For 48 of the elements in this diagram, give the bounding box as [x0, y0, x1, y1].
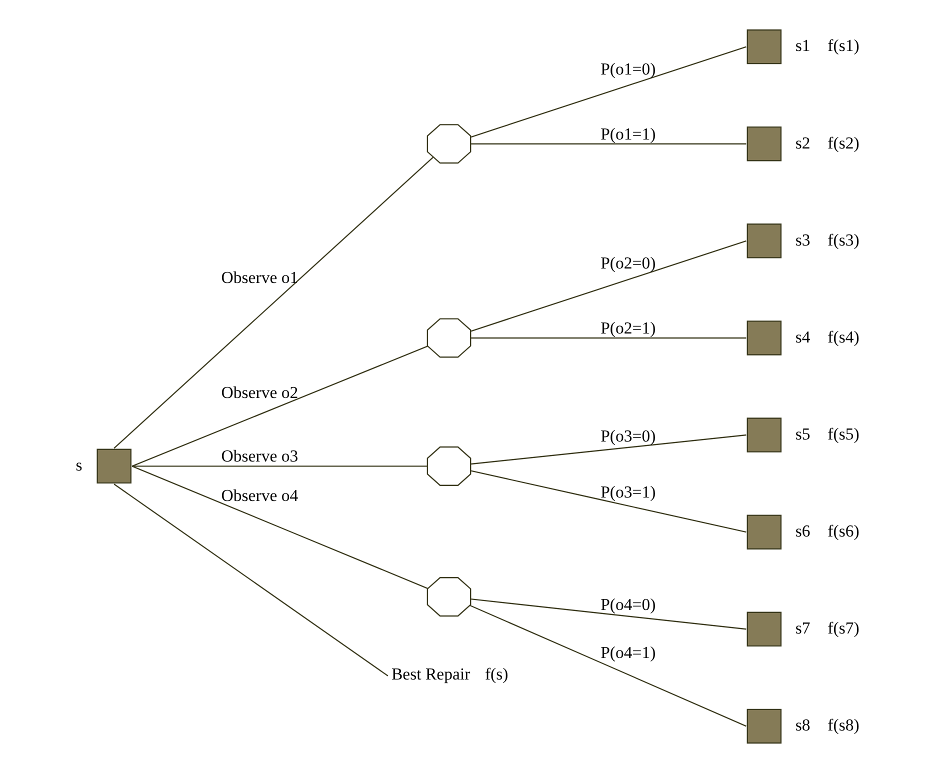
connector — [114, 156, 434, 449]
edge-label: Observe o4 — [221, 486, 298, 506]
node-label: s4 — [795, 327, 810, 346]
node-label: f(s7) — [828, 618, 860, 638]
edge-label: Observe o2 — [221, 383, 298, 402]
edge-label: P(o4=1) — [600, 643, 656, 662]
connector — [470, 470, 746, 533]
node-label: f(s6) — [828, 522, 860, 541]
connector — [114, 484, 388, 676]
connector — [471, 337, 746, 339]
node-label: f(s) — [484, 664, 508, 684]
node-label: f(s2) — [828, 133, 860, 152]
node-label: s6 — [795, 522, 810, 541]
node-label: s — [76, 456, 82, 475]
edge-label: Observe o1 — [221, 268, 298, 288]
node-circle — [426, 124, 472, 164]
node-label: f(s3) — [828, 230, 860, 250]
edge-label: P(o1=0) — [600, 60, 656, 79]
edge-label: P(o4=0) — [600, 595, 656, 614]
edge-label: P(o1=1) — [600, 124, 656, 144]
connector — [132, 346, 428, 467]
node-circle — [426, 577, 472, 617]
node-circle — [426, 318, 472, 358]
node-text: Best Repair — [392, 664, 470, 684]
connector — [470, 46, 746, 138]
node-label: s1 — [795, 36, 810, 56]
node-label: f(s8) — [828, 716, 860, 735]
node-label: s7 — [795, 618, 810, 638]
edge-label: P(o3=0) — [600, 426, 656, 446]
connector — [470, 240, 746, 332]
connector — [470, 434, 746, 465]
edge-label: Observe o3 — [221, 446, 298, 466]
connector — [132, 466, 428, 589]
node-label: f(s1) — [828, 36, 860, 56]
node-label: s8 — [795, 716, 810, 735]
node-label: s3 — [795, 230, 810, 250]
connector — [471, 143, 746, 144]
edge-label: P(o2=1) — [600, 318, 656, 338]
node-label: s2 — [795, 133, 810, 152]
connector — [132, 466, 428, 467]
node-label: s5 — [795, 424, 810, 444]
edge-label: P(o3=1) — [600, 482, 656, 502]
node-label: f(s4) — [828, 327, 860, 346]
node-circle — [426, 446, 472, 486]
connector — [470, 604, 746, 727]
node-label: f(s5) — [828, 424, 860, 444]
edge-label: P(o2=0) — [600, 254, 656, 273]
connector — [470, 598, 746, 630]
